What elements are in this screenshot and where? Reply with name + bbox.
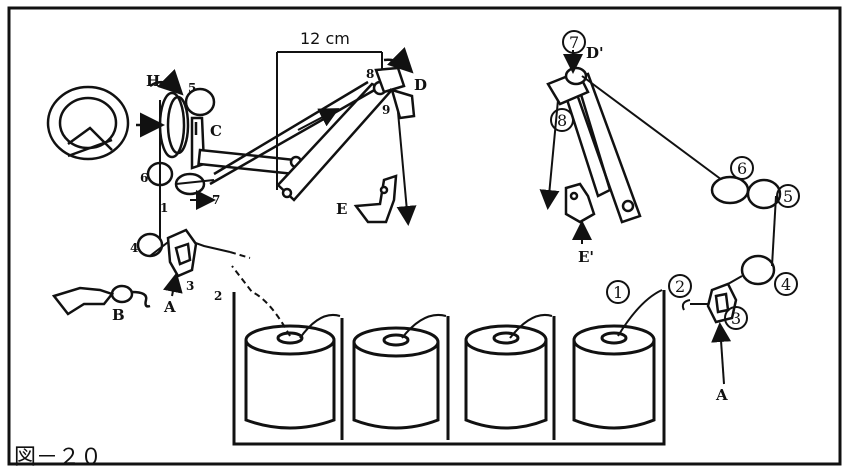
thread-tail bbox=[681, 299, 708, 311]
circled-6: 6 bbox=[737, 159, 747, 178]
label-9: 9 bbox=[382, 103, 390, 117]
arm-c-icon bbox=[190, 116, 303, 176]
label-6: 6 bbox=[140, 171, 148, 185]
circled-1: 1 bbox=[613, 283, 623, 302]
label-d-prime: D' bbox=[586, 44, 604, 62]
thread-tray bbox=[232, 290, 666, 446]
label-a-right: A bbox=[715, 386, 728, 404]
bracket-e-prime-icon bbox=[564, 182, 596, 224]
guide-roller-icon bbox=[710, 175, 782, 286]
label-e: E bbox=[336, 200, 347, 218]
dimension-label: 12 cm bbox=[300, 29, 350, 48]
label-2: 2 bbox=[214, 289, 222, 303]
thread-line bbox=[771, 195, 777, 267]
hand-b-icon bbox=[51, 284, 151, 316]
guide-roller-icon bbox=[136, 87, 216, 258]
pointer-arrow bbox=[711, 322, 732, 385]
thread-path bbox=[231, 265, 663, 339]
thread-arrow bbox=[297, 108, 340, 131]
label-4: 4 bbox=[130, 241, 138, 255]
cone-spool-icon bbox=[46, 85, 130, 161]
thread-line bbox=[539, 99, 560, 210]
circled-2: 2 bbox=[675, 277, 685, 296]
label-d: D bbox=[414, 76, 427, 94]
pointer-arrow bbox=[163, 272, 183, 297]
circled-number-markers bbox=[550, 30, 800, 330]
lever-arm-icon bbox=[209, 80, 393, 202]
label-1: 1 bbox=[160, 201, 168, 215]
label-8: 8 bbox=[366, 67, 374, 81]
circled-5: 5 bbox=[783, 187, 793, 206]
figure-caption: 図－２０ bbox=[14, 445, 102, 470]
dimension-marker bbox=[276, 51, 383, 190]
bracket-d-icon bbox=[374, 47, 416, 120]
bracket-d-prime-icon bbox=[546, 66, 590, 106]
bracket-e-icon bbox=[353, 174, 398, 224]
circled-7: 7 bbox=[569, 33, 579, 52]
thread-cone-icon bbox=[244, 324, 656, 430]
tension-disc-icon bbox=[149, 69, 190, 159]
thread-line bbox=[581, 75, 723, 181]
thread-guide-a-icon bbox=[166, 228, 198, 278]
circled-8: 8 bbox=[557, 111, 567, 130]
figure-frame bbox=[7, 6, 842, 466]
label-h: H bbox=[146, 72, 160, 90]
label-c: C bbox=[210, 122, 222, 140]
label-5: 5 bbox=[188, 81, 196, 95]
label-e-prime: E' bbox=[578, 248, 594, 266]
label-7: 7 bbox=[212, 193, 220, 207]
thread-line bbox=[396, 111, 417, 226]
circled-4: 4 bbox=[781, 275, 791, 294]
label-a-left: A bbox=[163, 298, 176, 316]
circled-3: 3 bbox=[731, 309, 741, 328]
label-b: B bbox=[112, 306, 125, 324]
label-3: 3 bbox=[186, 279, 194, 293]
thread-line bbox=[727, 275, 743, 285]
